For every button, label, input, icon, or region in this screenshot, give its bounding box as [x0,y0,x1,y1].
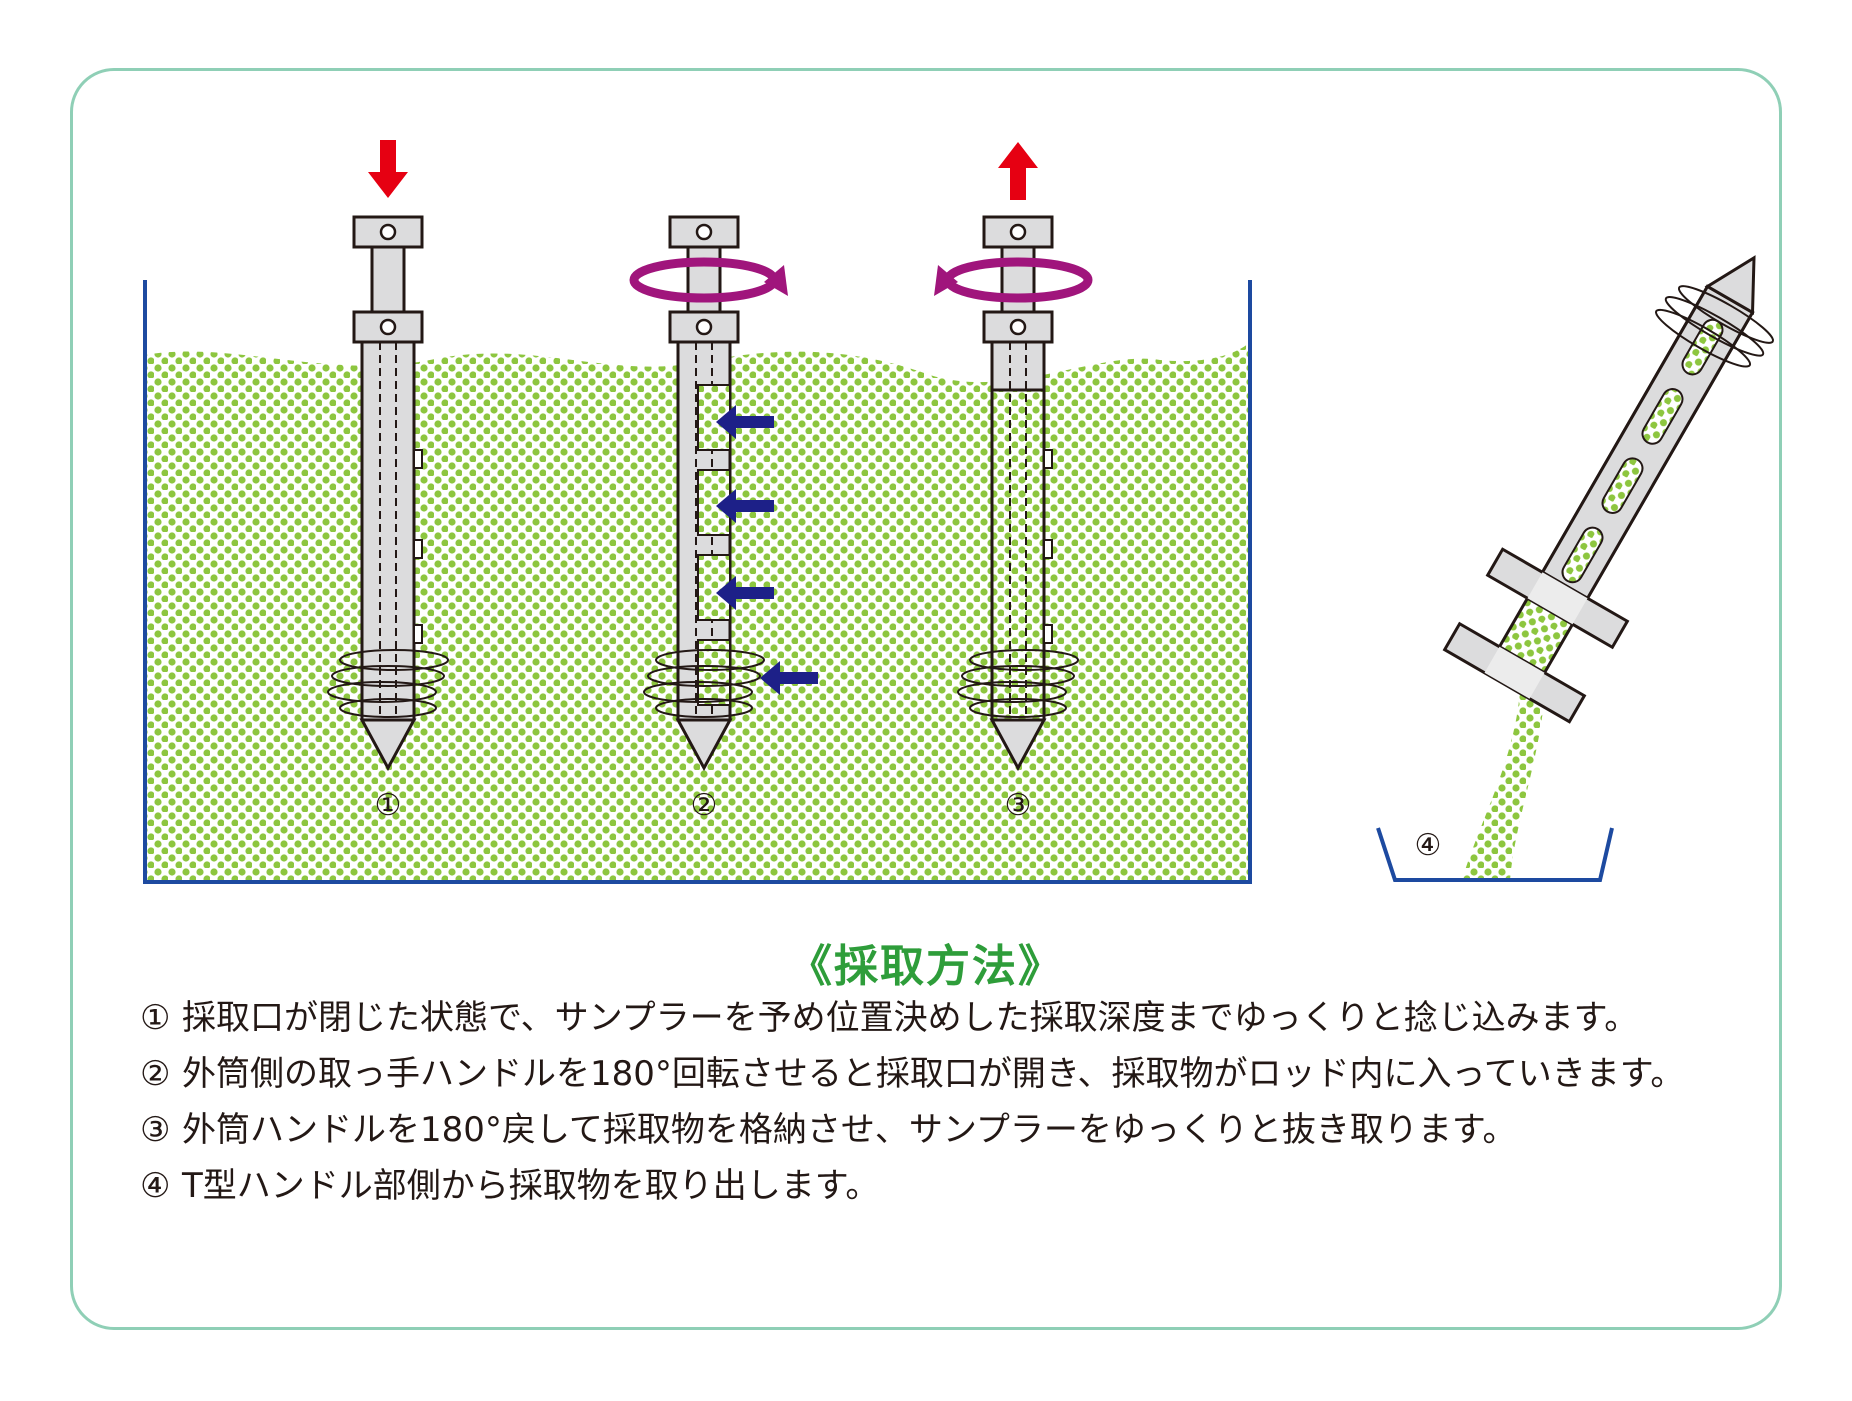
down-arrow-icon [368,140,408,198]
step-number: ③ [140,1110,171,1150]
step-item: ④ T型ハンドル部側から採取物を取り出します。 [140,1158,1750,1214]
sampler-3 [934,142,1093,772]
soil-stream [1462,690,1545,880]
step-number: ② [140,1054,171,1094]
step-number: ① [140,998,171,1038]
step-marker-4: ④ [1415,828,1442,863]
sampler-2 [629,215,818,772]
sampling-diagram: ① ② ③ ④ [143,140,1774,884]
rotate-arrow-icon [934,257,1093,303]
step-number: ④ [140,1166,171,1206]
step-text: 採取口が閉じた状態で、サンプラーを予め位置決めした採取深度までゆっくりと捻じ込み… [182,998,1639,1038]
step-marker-3: ③ [1005,788,1032,823]
method-title: 《採取方法》 [788,941,1064,992]
up-arrow-icon [998,142,1038,200]
step-text: 外筒側の取っ手ハンドルを180°回転させると採取口が開き、採取物がロッド内に入っ… [182,1054,1685,1094]
sampler-1 [327,140,449,772]
diagram-frame [70,68,1782,1330]
step-marker-1: ① [375,788,402,823]
left-arrow-icon [716,405,818,695]
step-item: ② 外筒側の取っ手ハンドルを180°回転させると採取口が開き、採取物がロッド内に入… [140,1046,1750,1102]
container-walls [143,280,1252,884]
sampler-4 [1376,255,1774,882]
steps-list: ① 採取口が閉じた状態で、サンプラーを予め位置決めした採取深度までゆっくりと捻じ込… [140,990,1750,1214]
step-item: ③ 外筒ハンドルを180°戻して採取物を格納させ、サンプラーをゆっくりと抜き取りま… [140,1102,1750,1158]
step-text: T型ハンドル部側から採取物を取り出します。 [182,1166,880,1206]
rotate-arrow-icon [629,257,788,303]
step-marker-2: ② [691,788,718,823]
step-text: 外筒ハンドルを180°戻して採取物を格納させ、サンプラーをゆっくりと抜き取ります… [182,1110,1517,1150]
step-item: ① 採取口が閉じた状態で、サンプラーを予め位置決めした採取深度までゆっくりと捻じ込… [140,990,1750,1046]
tray [1376,827,1614,882]
